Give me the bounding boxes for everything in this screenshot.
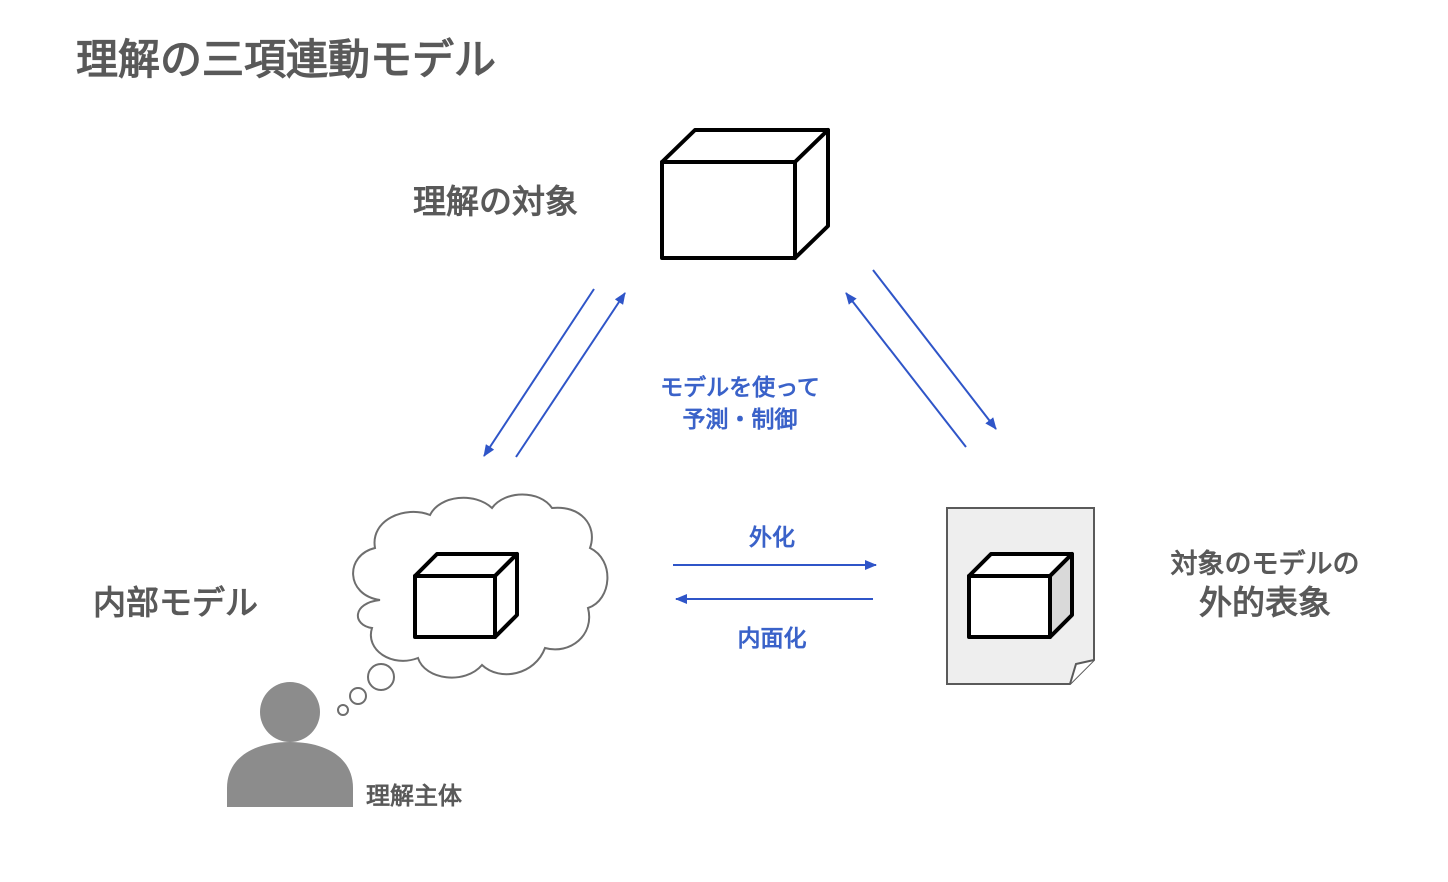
object-cube-icon bbox=[660, 128, 830, 260]
external-representation-label: 対象のモデルの 外的表象 bbox=[1140, 548, 1390, 624]
arrow-internal-to-object bbox=[515, 292, 626, 458]
object-label: 理解の対象 bbox=[413, 182, 578, 221]
arrow-object-to-internal bbox=[483, 288, 595, 457]
page-title: 理解の三項連動モデル bbox=[76, 35, 497, 84]
internal-model-label: 内部モデル bbox=[93, 583, 258, 622]
understanding-subject-person-icon bbox=[227, 682, 353, 807]
external-label-line1: 対象のモデルの bbox=[1170, 549, 1360, 580]
externalize-label: 外化 bbox=[749, 525, 795, 551]
predict-control-line1: モデルを使って bbox=[660, 375, 820, 401]
external-label-line2: 外的表象 bbox=[1199, 583, 1331, 622]
subject-label: 理解主体 bbox=[366, 782, 462, 810]
arrow-object-to-external bbox=[872, 269, 997, 430]
predict-control-label: モデルを使って 予測・制御 bbox=[640, 372, 840, 436]
external-representation-cube-icon bbox=[967, 552, 1074, 639]
predict-control-line2: 予測・制御 bbox=[682, 407, 798, 433]
internal-model-cube-icon bbox=[413, 552, 519, 639]
internalize-label: 内面化 bbox=[737, 626, 807, 652]
arrow-external-to-object bbox=[845, 292, 967, 448]
